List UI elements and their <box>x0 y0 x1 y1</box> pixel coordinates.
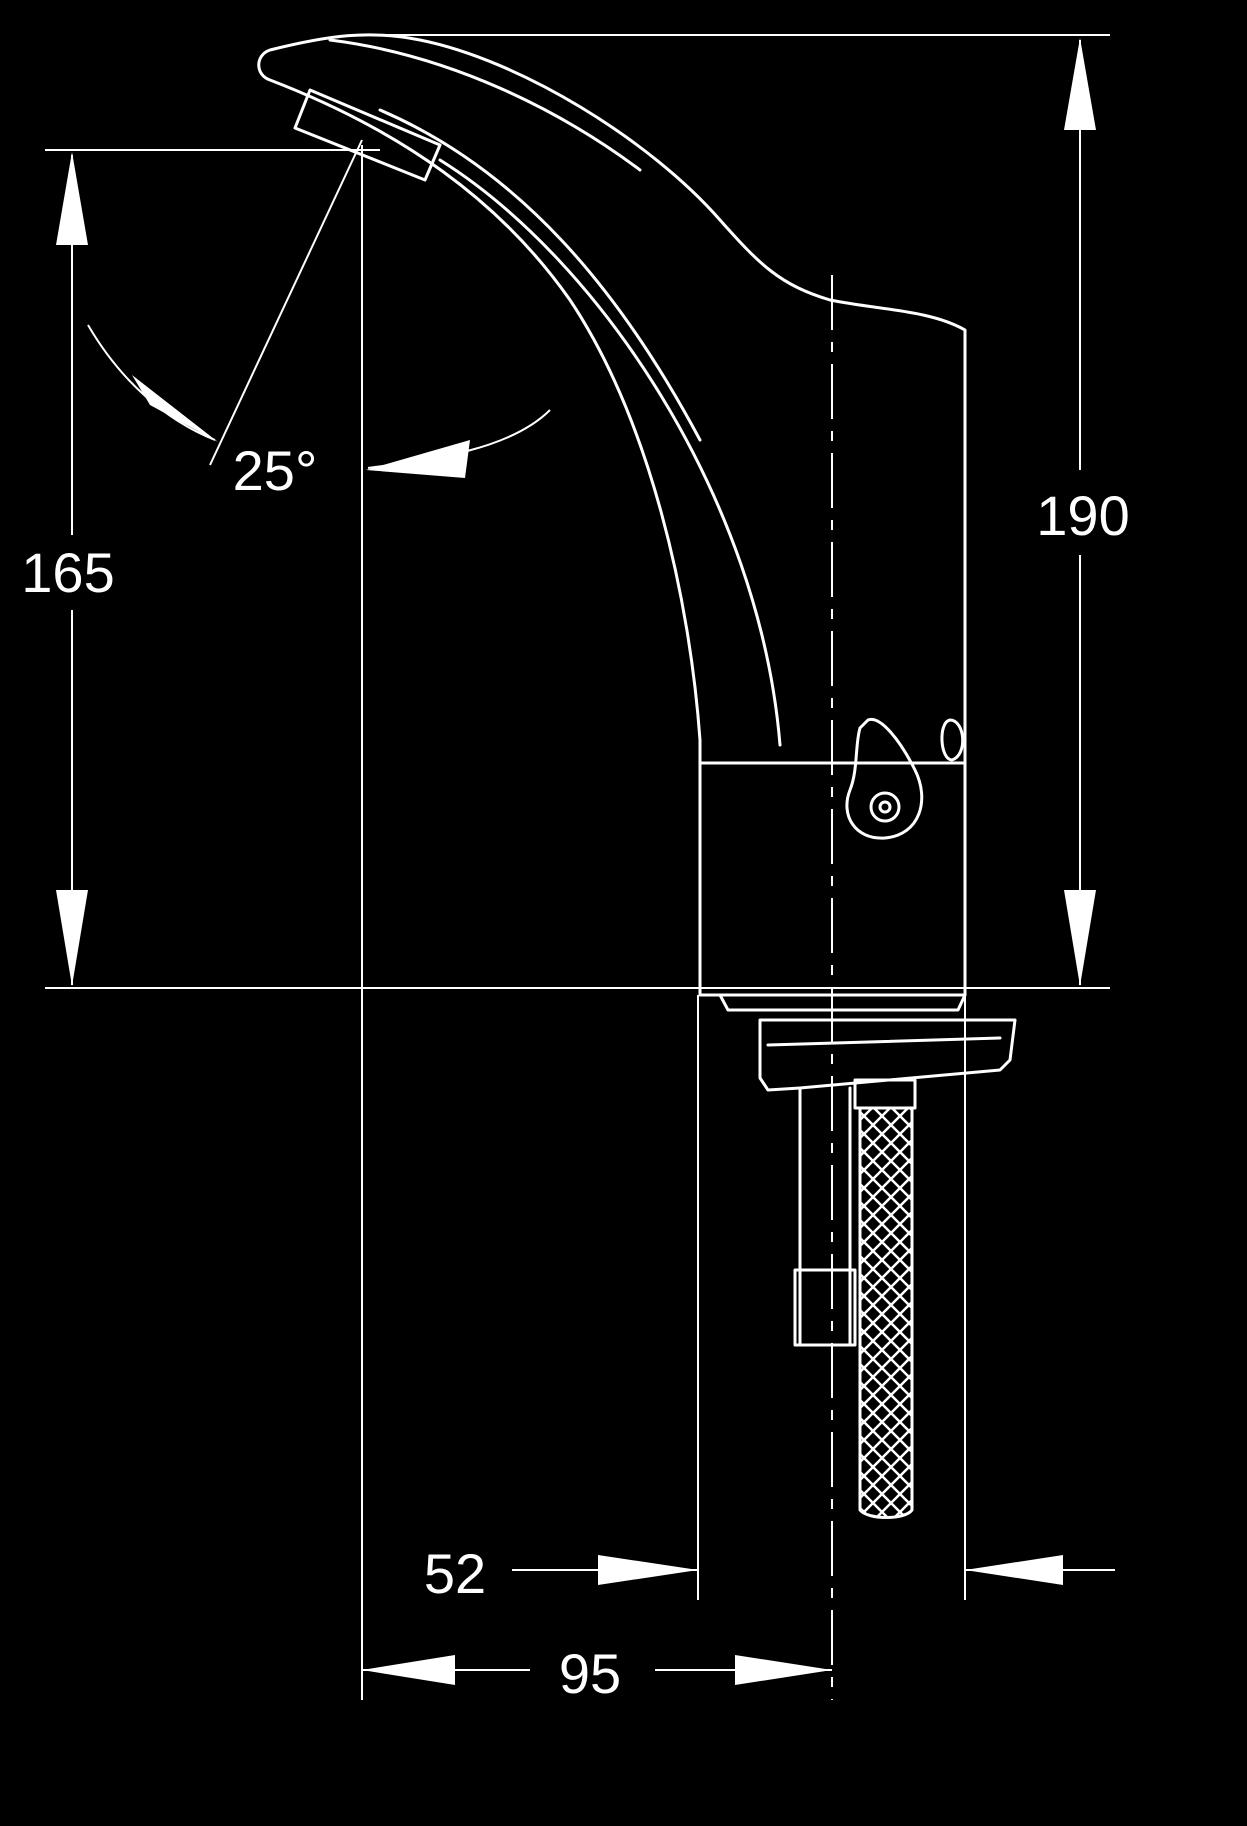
dim-label-190: 190 <box>1036 484 1129 547</box>
angle-arrow-left <box>132 375 218 442</box>
dim-95-arrow-left <box>362 1655 455 1685</box>
angle-arrow-right <box>366 440 470 478</box>
threaded-stud <box>798 1086 852 1347</box>
lever-pivot <box>940 718 965 762</box>
dim-label-165: 165 <box>21 541 114 604</box>
spout-top-highlight <box>328 38 642 172</box>
stud-nut <box>793 1268 857 1347</box>
angle-ray <box>209 139 363 466</box>
dim-label-95: 95 <box>559 1642 621 1705</box>
angle-arc-left <box>87 324 216 441</box>
faucet-spout-outline <box>257 33 967 997</box>
lever-screw-outer <box>869 791 901 823</box>
lever-screw-inner <box>878 800 892 814</box>
base-washer <box>718 993 967 1012</box>
hose-connector <box>853 1078 917 1110</box>
dim-95-arrow-right <box>735 1655 832 1685</box>
spout-inner-contour-2 <box>438 158 782 747</box>
spout-inner-contour-1 <box>378 108 702 442</box>
aerator-nozzle <box>293 88 442 182</box>
lever-handle <box>845 717 924 840</box>
dim-52-arrow-right <box>598 1555 698 1585</box>
dim-165-arrow-top <box>56 152 88 245</box>
dim-label-52: 52 <box>424 1542 486 1605</box>
mounting-plate-inner <box>766 1036 1002 1047</box>
dim-165-arrow-bottom <box>56 890 88 986</box>
dim-190-arrow-bottom <box>1064 890 1096 986</box>
braided-hose <box>858 1106 914 1519</box>
dim-52-arrow-left <box>965 1555 1063 1585</box>
dim-190-arrow-top <box>1064 38 1096 130</box>
dim-label-angle: 25° <box>233 439 318 502</box>
